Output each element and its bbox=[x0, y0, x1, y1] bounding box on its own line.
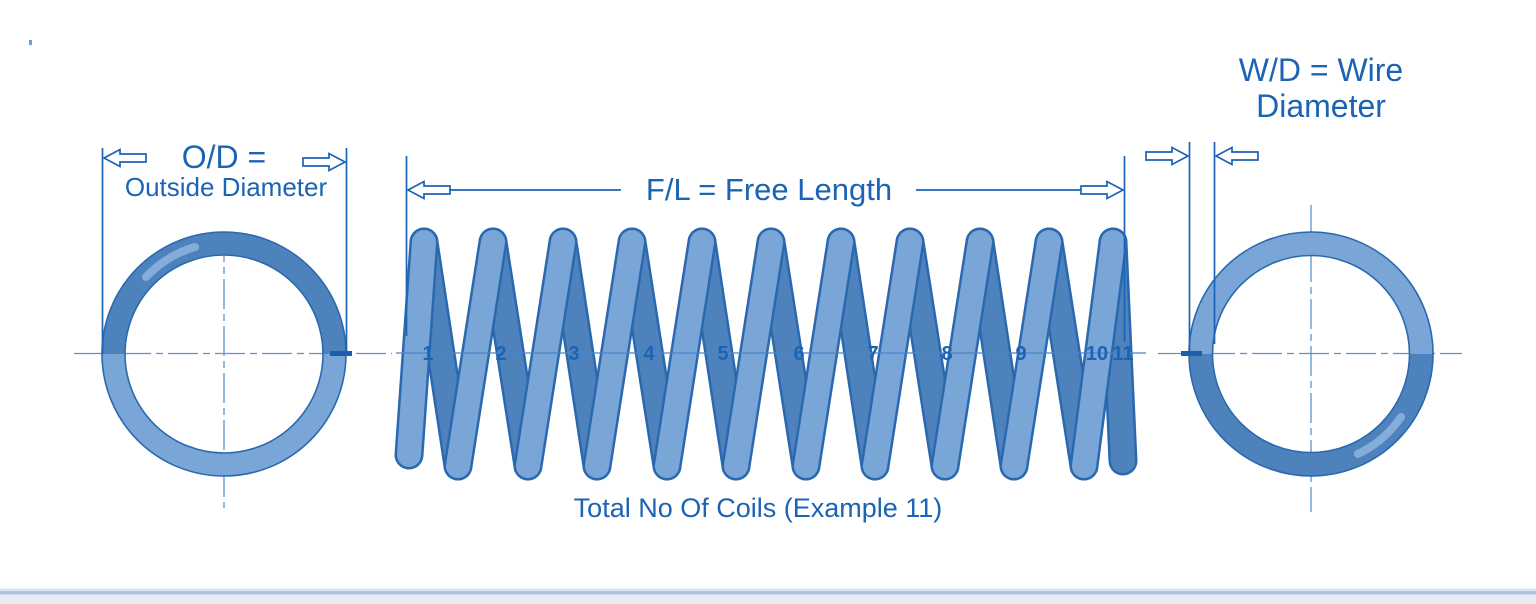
footer-bar-border bbox=[0, 591, 1536, 595]
coil-number-4: 4 bbox=[643, 343, 655, 365]
coil-number-5: 5 bbox=[717, 343, 728, 365]
stray-mark bbox=[29, 40, 32, 45]
od-dimension: O/D = Outside Diameter bbox=[101, 139, 348, 354]
end-view-left bbox=[74, 231, 392, 508]
coil-number-3: 3 bbox=[568, 343, 579, 365]
fl-dimension: F/L = Free Length bbox=[405, 156, 1126, 342]
coil-number-11: 11 bbox=[1112, 343, 1133, 365]
left-ring-top-shade bbox=[102, 232, 346, 355]
od-arrow-right-icon bbox=[302, 152, 347, 172]
right-ring-top-shade bbox=[1189, 232, 1433, 355]
left-ring-inner-edge bbox=[124, 254, 324, 454]
coil-number-7: 7 bbox=[867, 343, 878, 365]
right-ring-highlight bbox=[1354, 413, 1405, 458]
coil-number-6: 6 bbox=[793, 343, 804, 365]
coil-number-1: 1 bbox=[422, 343, 433, 365]
wd-label-line2: Diameter bbox=[1256, 88, 1386, 124]
total-coils-label: Total No Of Coils (Example 11) bbox=[574, 493, 943, 523]
fl-arrow-left-icon bbox=[406, 180, 451, 200]
spring-front-coils bbox=[397, 230, 1125, 478]
left-ring-highlight bbox=[142, 243, 199, 281]
fl-arrow-right-icon bbox=[1080, 180, 1125, 200]
spring-rear-coils bbox=[412, 230, 1135, 478]
od-label-line1: O/D = bbox=[182, 139, 266, 175]
footer-bar-fill bbox=[0, 594, 1536, 604]
right-ring-inner-edge bbox=[1211, 254, 1411, 454]
footer-bar-soft-line bbox=[0, 588, 1536, 591]
end-view-right bbox=[1158, 205, 1462, 512]
od-label-line2: Outside Diameter bbox=[125, 172, 328, 202]
coil-number-2: 2 bbox=[495, 343, 506, 365]
footer-bar bbox=[0, 588, 1536, 604]
od-arrow-left-icon bbox=[102, 148, 147, 168]
wd-arrow-left-icon bbox=[1145, 146, 1190, 166]
fl-label: F/L = Free Length bbox=[646, 172, 892, 207]
wd-dimension: W/D = Wire Diameter bbox=[1145, 52, 1403, 352]
coil-number-9: 9 bbox=[1015, 343, 1026, 365]
coil-number-10: 10 bbox=[1086, 343, 1108, 365]
spring-side-view: 1 2 3 4 5 6 7 8 9 10 11 bbox=[394, 227, 1146, 481]
wd-arrow-right-icon bbox=[1214, 146, 1259, 166]
wd-label-line1: W/D = Wire bbox=[1239, 52, 1403, 88]
coil-number-8: 8 bbox=[941, 343, 952, 365]
